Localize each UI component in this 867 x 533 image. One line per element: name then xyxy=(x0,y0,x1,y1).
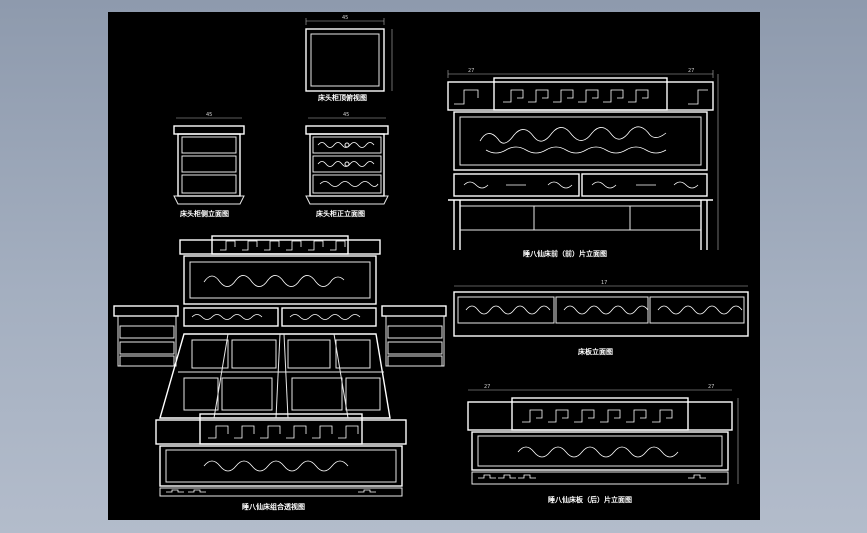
nightstand-front-view: 45 床头柜正立面图 xyxy=(305,112,389,218)
bed-assembly-view: 睡八仙床组合透视图 xyxy=(113,235,447,511)
dim-board-span: 17 xyxy=(601,280,607,286)
bed-head-front-view: 27 27 睡八仙床前（前）片立面图 xyxy=(447,68,719,258)
caption-nightstand-top: 床头柜顶俯视图 xyxy=(318,93,367,102)
caption-nightstand-front: 床头柜正立面图 xyxy=(316,209,365,218)
caption-bed-head-front: 睡八仙床前（前）片立面图 xyxy=(523,249,607,258)
dim-back-left: 27 xyxy=(484,384,490,390)
dim-back-right: 27 xyxy=(708,384,714,390)
dim-top-width: 45 xyxy=(342,15,348,21)
caption-bed-assembly: 睡八仙床组合透视图 xyxy=(242,502,305,511)
dim-front-width: 45 xyxy=(343,112,349,118)
drawing-canvas: 45 床头柜顶俯视图 45 床头柜侧立面图 45 床头柜正立面图 xyxy=(113,15,749,511)
caption-nightstand-side: 床头柜侧立面图 xyxy=(180,209,229,218)
caption-bed-board: 床板立面图 xyxy=(578,347,613,356)
dim-side-width: 45 xyxy=(206,112,212,118)
cad-viewport[interactable]: 45 床头柜顶俯视图 45 床头柜侧立面图 45 床头柜正立面图 xyxy=(108,12,760,520)
dim-head-left: 27 xyxy=(468,68,474,74)
bed-back-front-view: 27 27 睡八仙床板（后）片立面图 xyxy=(467,384,739,504)
nightstand-side-view: 45 床头柜侧立面图 xyxy=(173,112,245,218)
bed-board-view: 17 床板立面图 xyxy=(453,280,749,356)
dim-head-right: 27 xyxy=(688,68,694,74)
caption-bed-back-front: 睡八仙床板（后）片立面图 xyxy=(548,495,632,504)
nightstand-top-view: 45 床头柜顶俯视图 xyxy=(305,15,393,102)
